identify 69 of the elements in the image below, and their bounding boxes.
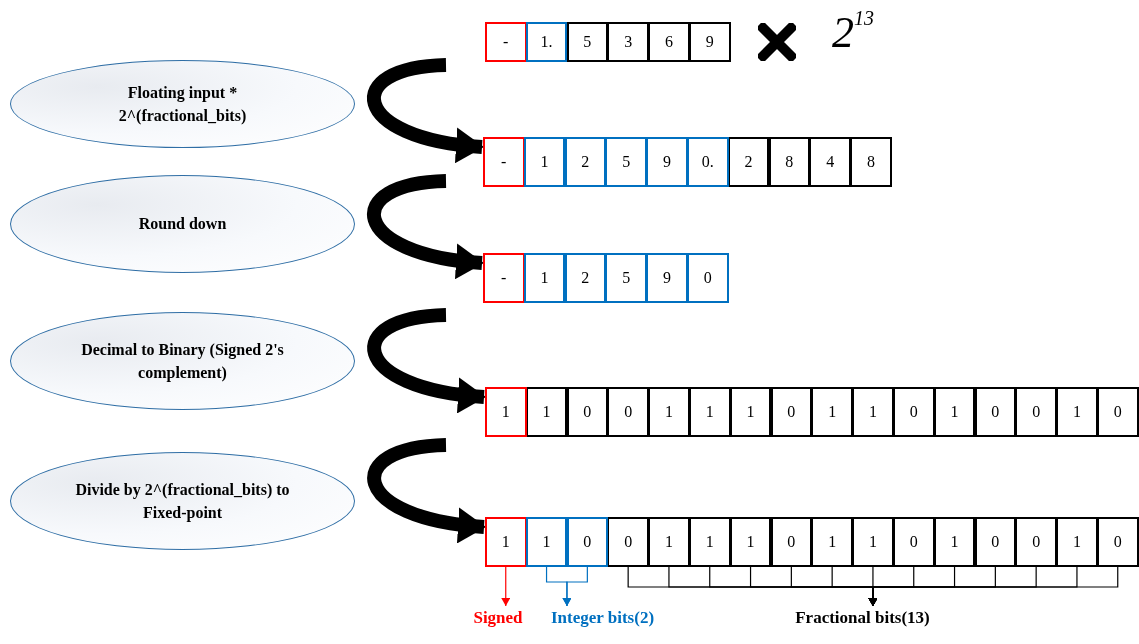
curved-arrow: [367, 308, 486, 413]
digit-cell: 1.: [525, 22, 568, 62]
field-label: Signed: [468, 608, 528, 628]
field-label: Fractional bits(13): [785, 608, 940, 628]
digit-cell: 1: [729, 517, 772, 567]
digit-cell: 9: [646, 137, 688, 187]
step-label: Divide by 2^(fractional_bits) to Fixed-point: [74, 479, 291, 524]
step-label: Round down: [138, 214, 227, 235]
curved-arrow: [367, 58, 484, 163]
digit-cell: -: [483, 137, 525, 187]
digit-cell: 9: [646, 253, 688, 303]
digit-cell: 0: [770, 387, 813, 437]
leader-arrow: [501, 566, 511, 607]
exponent-label: 2$^{13}$: [832, 8, 874, 55]
digit-cell: 1: [525, 387, 568, 437]
digit-cell: 1: [852, 517, 894, 567]
step-label: Decimal to Binary (Signed 2's complement): [80, 339, 285, 384]
digit-cell: 0: [687, 253, 729, 303]
digit-cell: 1: [648, 517, 690, 567]
digit-cell: 1: [1056, 387, 1098, 437]
digit-cell: 2: [564, 253, 607, 303]
field-label: Integer bits(2): [545, 608, 660, 628]
digit-cell: 5: [566, 22, 609, 62]
digit-cell: 1: [689, 387, 731, 437]
digit-cell: 2: [564, 137, 607, 187]
digit-cell: 0: [566, 517, 609, 567]
digit-cell: 0: [607, 387, 649, 437]
digit-cell: 1: [648, 387, 690, 437]
digit-cell: 3: [607, 22, 649, 62]
curved-arrow: [367, 174, 484, 279]
digit-cell: 1: [485, 517, 527, 567]
digit-cell: 0: [607, 517, 649, 567]
leader-arrow: [868, 566, 1119, 607]
digit-cell: 1: [852, 387, 894, 437]
digit-cell: -: [483, 253, 525, 303]
digit-cell: 0: [1015, 387, 1057, 437]
digit-cell: 1: [811, 517, 853, 567]
digit-cell: 0.: [687, 137, 729, 187]
digit-cell: 0: [1097, 387, 1139, 437]
digit-cell: 0: [1097, 517, 1139, 567]
digit-cell: 9: [689, 22, 731, 62]
digit-cell: 1: [485, 387, 527, 437]
digit-cell: 0: [974, 387, 1017, 437]
digit-cell: 1: [933, 517, 976, 567]
digit-cell: 6: [648, 22, 690, 62]
step-label: Floating input * 2^(fractional_bits): [117, 82, 248, 127]
leader-arrow: [562, 566, 588, 607]
digit-cell: 1: [729, 387, 772, 437]
digit-cell: 0: [566, 387, 609, 437]
digit-cell: 0: [1015, 517, 1057, 567]
digit-cell: 5: [605, 253, 647, 303]
digit-cell: 0: [893, 517, 935, 567]
digit-cell: 0: [893, 387, 935, 437]
digit-cell: 2: [727, 137, 770, 187]
digit-cell: 1: [933, 387, 976, 437]
digit-cell: -: [485, 22, 527, 62]
digit-cell: 1: [525, 517, 568, 567]
digit-cell: 5: [605, 137, 647, 187]
digit-cell: 1: [523, 137, 566, 187]
digit-cell: 1: [523, 253, 566, 303]
curved-arrow: [367, 438, 486, 543]
digit-cell: 8: [850, 137, 892, 187]
digit-cell: 1: [811, 387, 853, 437]
digit-cell: 4: [809, 137, 851, 187]
digit-cell: 1: [1056, 517, 1098, 567]
digit-cell: 8: [768, 137, 811, 187]
digit-cell: 0: [974, 517, 1017, 567]
digit-cell: 0: [770, 517, 813, 567]
digit-cell: 1: [689, 517, 731, 567]
